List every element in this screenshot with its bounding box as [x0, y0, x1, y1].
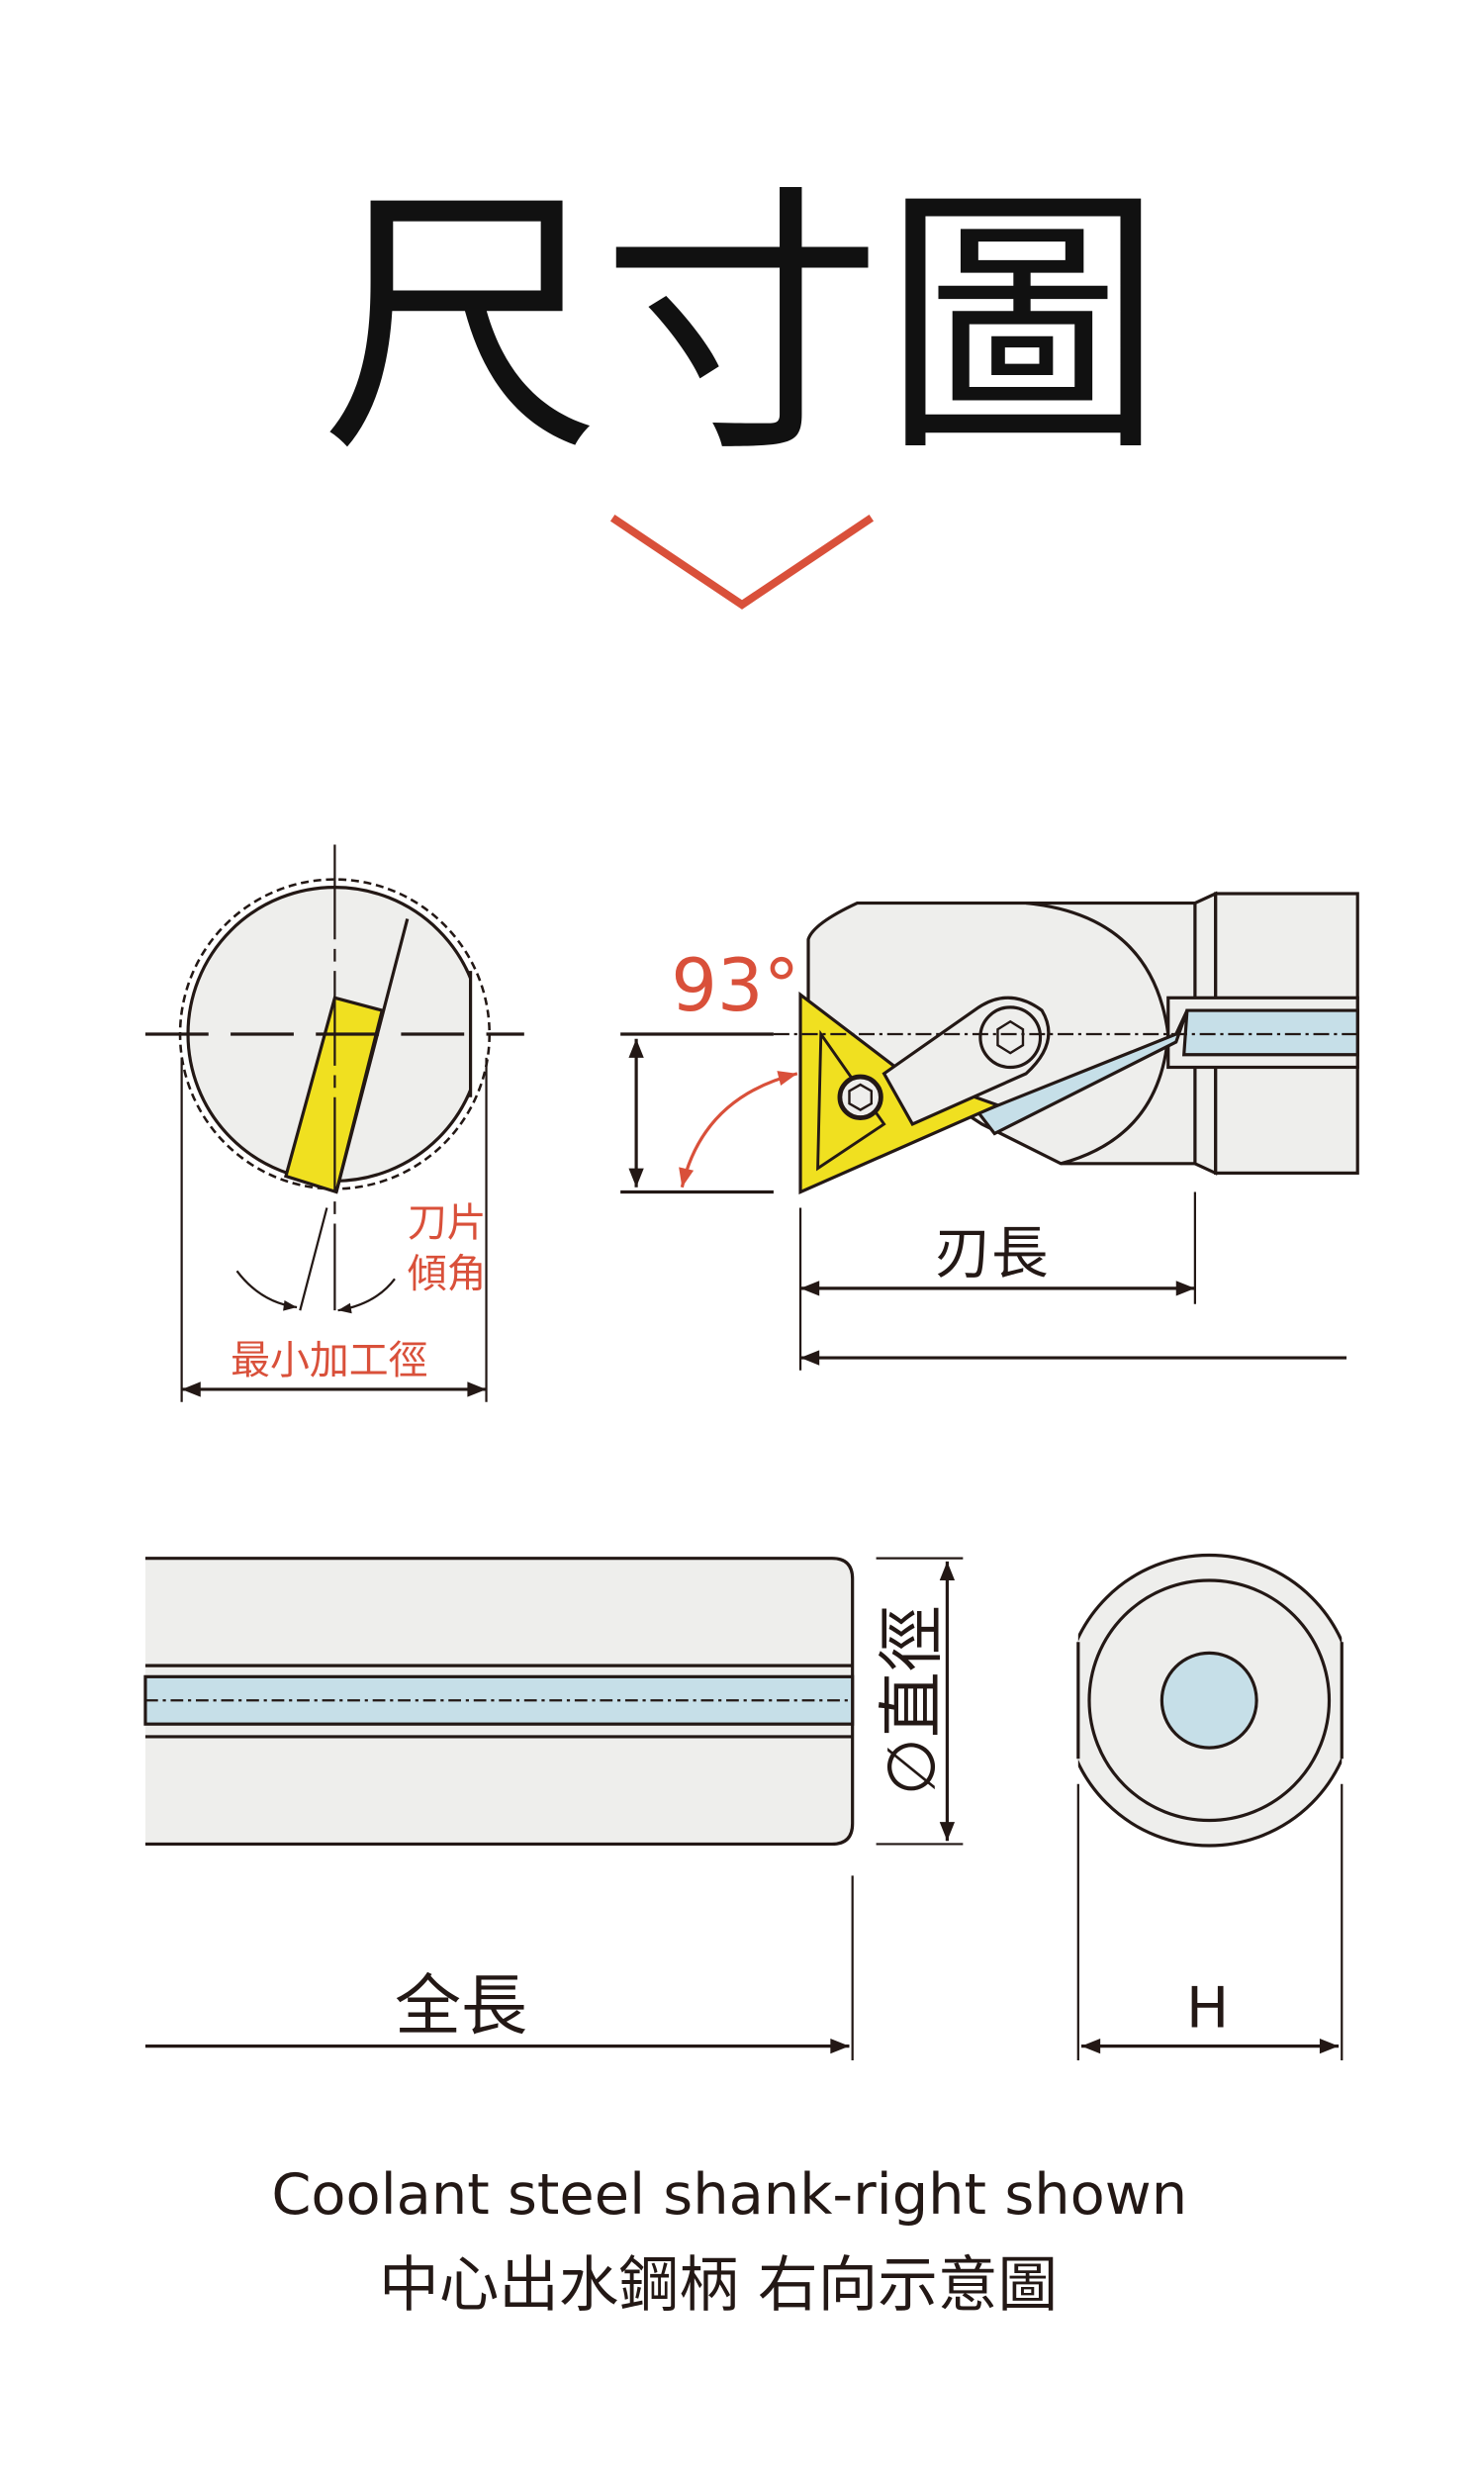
height-label: H: [1186, 1975, 1229, 2042]
diameter-label: ∅直徑: [874, 1605, 951, 1795]
shank-view: [143, 1557, 964, 2061]
caption-english: Coolant steel shank-right shown: [271, 2161, 1187, 2228]
front-view: [144, 844, 524, 1402]
caption-chinese: 中心出水鋼柄 右向示意圖: [379, 2250, 1058, 2320]
insert-tilt-label-2: 傾角: [408, 1251, 487, 1296]
insert-tilt-label-1: 刀片: [408, 1200, 487, 1246]
side-view: [620, 891, 1359, 1371]
chevron-down-icon: [609, 514, 875, 610]
insert-front: [283, 996, 385, 1194]
page-title: 尺寸圖: [321, 162, 1163, 490]
lead-angle-label: 93°: [671, 944, 799, 1028]
min-bore-label: 最小加工徑: [231, 1338, 427, 1383]
end-view: [1076, 1553, 1344, 2061]
blade-length-label: 刃長: [935, 1220, 1049, 1286]
overall-length-label: 全長: [395, 1967, 527, 2045]
